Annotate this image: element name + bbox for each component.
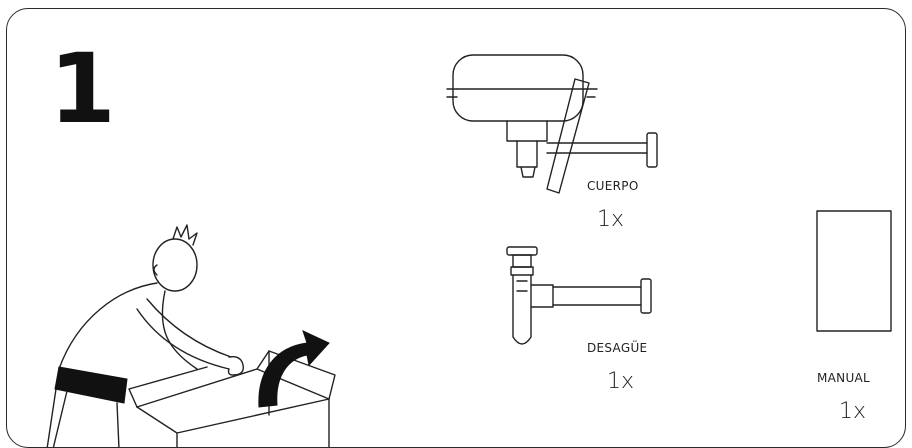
- person-unboxing-icon: [46, 224, 336, 447]
- manual-icon: [816, 210, 892, 332]
- part-qty-cuerpo: 1x: [597, 207, 625, 232]
- drain-trap-icon: [506, 246, 652, 345]
- part-qty-desague: 1x: [607, 369, 635, 394]
- part-label-desague: DESAGÜE: [587, 341, 648, 355]
- instruction-sheet: 1: [6, 8, 906, 448]
- sink-body-icon: [446, 54, 658, 194]
- step-number: 1: [49, 33, 116, 145]
- part-label-manual: MANUAL: [817, 371, 871, 385]
- part-qty-manual: 1x: [839, 399, 867, 424]
- part-label-cuerpo: CUERPO: [587, 179, 639, 193]
